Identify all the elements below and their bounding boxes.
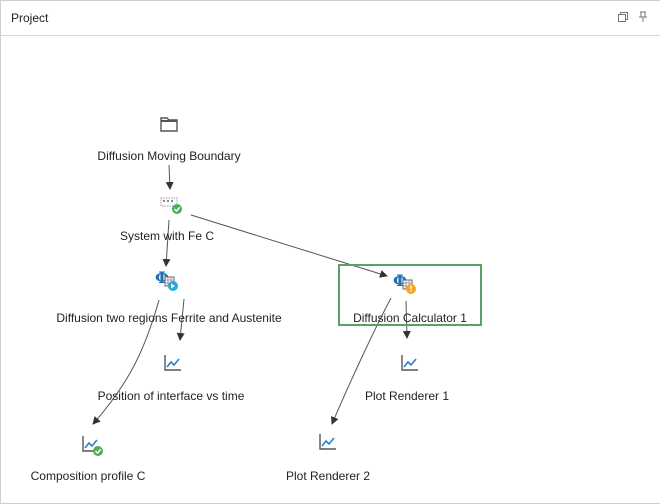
plot-renderer-icon[interactable] — [397, 350, 423, 376]
node-label[interactable]: Diffusion two regions Ferrite and Austen… — [56, 311, 282, 325]
edge-calc1-to-plot1 — [402, 300, 411, 339]
restore-window-icon[interactable] — [615, 9, 631, 25]
plot-renderer-icon[interactable] — [160, 350, 186, 376]
node-label[interactable]: Position of interface vs time — [97, 389, 245, 403]
diffusion-calculator-icon[interactable]: Φ — [153, 266, 179, 292]
node-label[interactable]: System with Fe C — [119, 229, 215, 243]
system-definer-icon[interactable] — [158, 191, 184, 217]
pin-icon[interactable] — [635, 9, 651, 25]
node-label[interactable]: Plot Renderer 2 — [285, 469, 371, 483]
node-label[interactable]: Diffusion Calculator 1 — [353, 311, 467, 325]
edge-root-to-system — [165, 164, 174, 190]
node-label[interactable]: Composition profile C — [30, 469, 146, 483]
folder-icon[interactable] — [156, 111, 182, 137]
node-label[interactable]: Plot Renderer 1 — [364, 389, 450, 403]
panel-title: Project — [11, 11, 49, 25]
diffusion-calculator-icon[interactable]: Φ — [391, 269, 417, 295]
plot-renderer-icon[interactable] — [315, 429, 341, 455]
edge-system-to-diffusion-two — [162, 219, 171, 267]
edge-two-to-position — [176, 298, 185, 341]
node-label[interactable]: Diffusion Moving Boundary — [97, 149, 241, 163]
connection-lines — [92, 164, 411, 425]
plot-renderer-icon[interactable] — [78, 431, 104, 457]
panel-header: Project — [1, 1, 660, 36]
edge-two-to-composition — [92, 299, 160, 425]
edge-calc1-to-plot2 — [331, 297, 392, 425]
selection-highlight — [338, 264, 482, 326]
project-tree-canvas[interactable]: Diffusion Moving Boundary System with Fe… — [1, 36, 660, 503]
